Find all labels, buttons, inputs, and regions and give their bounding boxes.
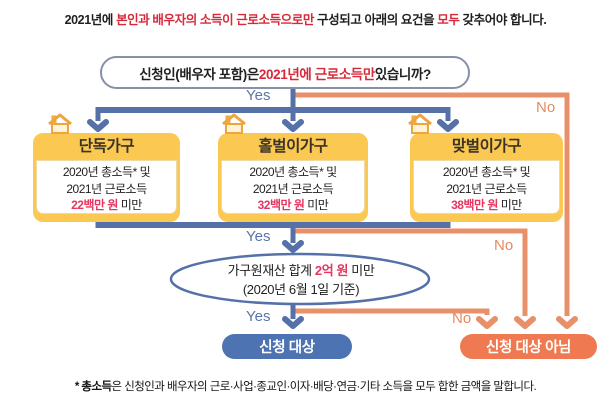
house-icon xyxy=(408,113,432,140)
asset-condition-ellipse xyxy=(169,252,431,306)
box-line: 2021년 근로소득 xyxy=(252,181,334,196)
footnote-text: 은 신청인과 배우자의 근로·사업·종교인·이자·배당·연금·기타 소득을 모두… xyxy=(111,381,537,393)
page-title: 2021년에 본인과 배우자의 소득이 근로소득으로만 구성되고 아래의 요건을… xyxy=(0,9,611,28)
box-body: 2020년 총소득* 및 2021년 근로소득 38백만 원 미만 xyxy=(413,160,560,214)
income-threshold: 22백만 원 xyxy=(71,198,118,212)
box-single-household: 단독가구 2020년 총소득* 및 2021년 근로소득 22백만 원 미만 xyxy=(33,133,180,222)
income-threshold: 38백만 원 xyxy=(451,198,498,212)
box-line: 2021년 근로소득 xyxy=(446,181,527,196)
asset-text: 미만 xyxy=(348,263,375,278)
result-eligible-pill: 신청 대상 xyxy=(222,334,352,359)
box-body: 2020년 총소득* 및 2021년 근로소득 22백만 원 미만 xyxy=(36,160,177,214)
no-branch-lines xyxy=(291,92,570,316)
yes-label-asset: Yes xyxy=(246,308,271,325)
house-icon xyxy=(48,113,72,140)
question-text: 신청인(배우자 포함)은 xyxy=(139,66,259,82)
threshold-suffix: 미만 xyxy=(304,198,329,212)
asset-condition-text: 가구원재산 합계 2억 원 미만 (2020년 6월 1일 기준) xyxy=(172,261,430,299)
yes-label-question: Yes xyxy=(246,87,271,104)
footnote: * 총소득은 신청인과 배우자의 근로·사업·종교인·이자·배당·연금·기타 소… xyxy=(0,378,611,394)
no-label-asset: No xyxy=(452,310,472,327)
box-header: 홀벌이가구 xyxy=(258,138,328,155)
box-body: 2020년 총소득* 및 2021년 근로소득 32백만 원 미만 xyxy=(221,160,365,214)
box-header: 맞벌이가구 xyxy=(451,138,522,155)
title-text: 2021년에 xyxy=(64,13,117,27)
income-threshold: 32백만 원 xyxy=(257,198,305,212)
yes-arrowheads xyxy=(87,119,459,329)
box-line: 2020년 총소득* 및 xyxy=(442,165,531,179)
asset-text: 가구원재산 합계 xyxy=(227,263,315,278)
box-line: 2021년 근로소득 xyxy=(66,181,147,196)
asset-condition-line1: 가구원재산 합계 2억 원 미만 xyxy=(172,261,430,280)
question-box: 신청인(배우자 포함)은 2021년에 근로소득만 있습니까? xyxy=(100,56,470,89)
box-line: 2020년 총소득* 및 xyxy=(62,165,151,179)
asset-condition-line2: (2020년 6월 1일 기준) xyxy=(242,282,360,297)
no-label-income: No xyxy=(494,237,514,254)
title-text: 구성되고 아래의 요건을 xyxy=(313,13,438,27)
title-highlight: 모두 xyxy=(437,13,460,27)
question-text: 있습니까? xyxy=(374,66,431,82)
box-line: 22백만 원 미만 xyxy=(37,197,176,214)
box-line: 2020년 총소득* 및 xyxy=(249,165,337,179)
box-single-earner-household: 홀벌이가구 2020년 총소득* 및 2021년 근로소득 32백만 원 미만 xyxy=(218,133,368,222)
footnote-term: * 총소득 xyxy=(74,381,112,393)
result-not-eligible-pill: 신청 대상 아님 xyxy=(460,334,597,359)
box-line: 32백만 원 미만 xyxy=(222,197,364,214)
box-dual-earner-household: 맞벌이가구 2020년 총소득* 및 2021년 근로소득 38백만 원 미만 xyxy=(410,133,563,222)
no-arrowheads xyxy=(476,316,578,329)
threshold-suffix: 미만 xyxy=(117,198,143,212)
title-text: 갖추어야 합니다. xyxy=(459,13,547,27)
title-highlight: 본인과 배우자의 소득이 근로소득으로만 xyxy=(116,13,314,27)
no-label-question: No xyxy=(536,99,556,116)
question-highlight: 2021년에 근로소득만 xyxy=(258,66,375,82)
box-header: 단독가구 xyxy=(78,138,135,155)
threshold-suffix: 미만 xyxy=(497,198,523,212)
yes-branch-lines xyxy=(95,86,451,319)
yes-label-income: Yes xyxy=(246,228,271,245)
asset-threshold: 2억 원 xyxy=(314,263,349,278)
box-line: 38백만 원 미만 xyxy=(414,197,559,214)
house-icon xyxy=(222,113,246,140)
